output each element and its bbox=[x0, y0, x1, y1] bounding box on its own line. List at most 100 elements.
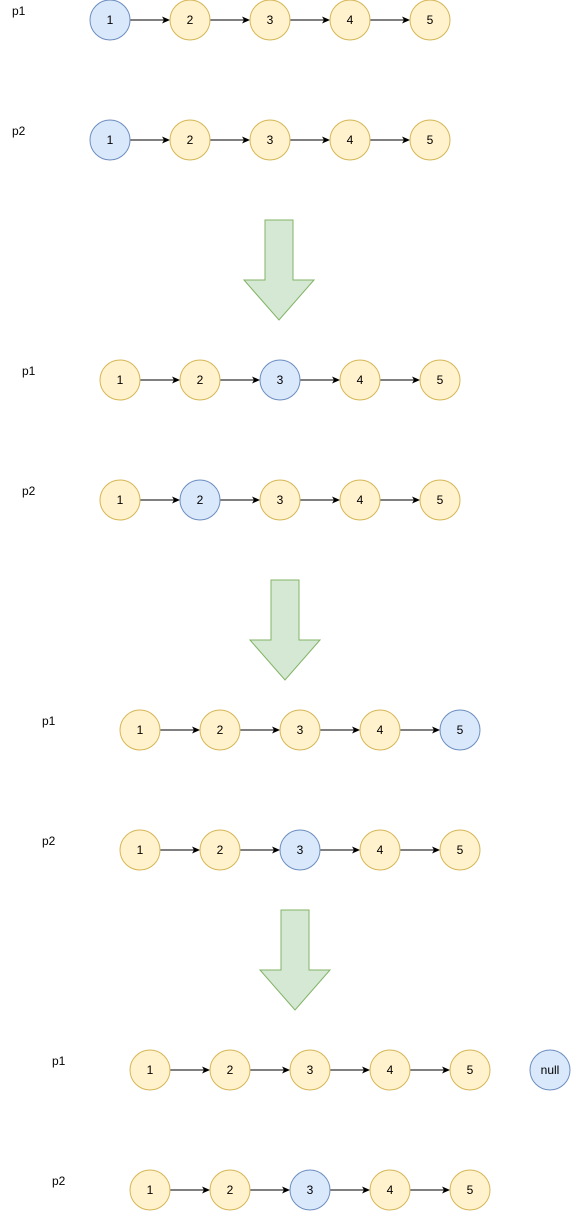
list-node: 1 bbox=[119, 829, 161, 871]
node-circle bbox=[89, 0, 131, 41]
node-label: 4 bbox=[357, 373, 364, 387]
node-label: 1 bbox=[107, 133, 114, 147]
list-node: 4 bbox=[369, 1169, 411, 1211]
node-circle bbox=[119, 709, 161, 751]
row-label: p2 bbox=[22, 484, 36, 498]
node-label: 2 bbox=[217, 723, 224, 737]
node-label: 4 bbox=[377, 843, 384, 857]
node-label: 2 bbox=[217, 843, 224, 857]
step-2: p1 1 2 3 4 5 p2 1 2 3 4 5 bbox=[22, 359, 461, 681]
node-circle bbox=[329, 119, 371, 161]
node-label: 4 bbox=[357, 493, 364, 507]
node-label: 3 bbox=[297, 843, 304, 857]
list-node: 1 bbox=[129, 1169, 171, 1211]
node-label: 2 bbox=[197, 373, 204, 387]
list-node: 5 bbox=[409, 119, 451, 161]
list-node: 2 bbox=[209, 1049, 251, 1091]
node-circle bbox=[249, 119, 291, 161]
list-node: 4 bbox=[359, 709, 401, 751]
node-label: 1 bbox=[107, 13, 114, 27]
list-node: 1 bbox=[99, 359, 141, 401]
node-label: 4 bbox=[377, 723, 384, 737]
list-node: 1 bbox=[89, 0, 131, 41]
list-row-p1: p1 1 2 3 4 5 bbox=[22, 359, 461, 401]
node-circle bbox=[419, 479, 461, 521]
list-node: 3 bbox=[279, 709, 321, 751]
node-label: 1 bbox=[137, 843, 144, 857]
node-circle bbox=[289, 1169, 331, 1211]
node-label: 5 bbox=[467, 1183, 474, 1197]
list-node: 2 bbox=[199, 829, 241, 871]
node-label: 5 bbox=[437, 493, 444, 507]
list-node: 3 bbox=[279, 829, 321, 871]
list-node: 4 bbox=[369, 1049, 411, 1091]
row-label: p1 bbox=[52, 1054, 66, 1068]
node-circle bbox=[169, 119, 211, 161]
null-node: null bbox=[529, 1049, 571, 1091]
node-circle bbox=[259, 359, 301, 401]
node-label: 3 bbox=[267, 13, 274, 27]
list-node: 2 bbox=[169, 119, 211, 161]
node-label: 5 bbox=[457, 723, 464, 737]
node-circle bbox=[449, 1049, 491, 1091]
node-label: null bbox=[541, 1063, 560, 1077]
node-circle bbox=[439, 829, 481, 871]
node-circle bbox=[329, 0, 371, 41]
list-node: 5 bbox=[449, 1049, 491, 1091]
node-circle bbox=[359, 829, 401, 871]
node-label: 5 bbox=[437, 373, 444, 387]
list-node: 5 bbox=[449, 1169, 491, 1211]
step-down-arrow bbox=[248, 579, 322, 681]
node-label: 3 bbox=[277, 493, 284, 507]
list-node: 4 bbox=[339, 359, 381, 401]
node-label: 3 bbox=[277, 373, 284, 387]
node-circle bbox=[439, 709, 481, 751]
node-circle bbox=[419, 359, 461, 401]
node-circle bbox=[279, 829, 321, 871]
list-node: 3 bbox=[249, 119, 291, 161]
list-node: 4 bbox=[359, 829, 401, 871]
node-circle bbox=[99, 359, 141, 401]
node-circle bbox=[369, 1169, 411, 1211]
list-node: 5 bbox=[439, 709, 481, 751]
node-label: 2 bbox=[227, 1183, 234, 1197]
list-node: 3 bbox=[249, 0, 291, 41]
node-label: 1 bbox=[147, 1183, 154, 1197]
node-circle bbox=[409, 119, 451, 161]
list-node: 3 bbox=[259, 359, 301, 401]
node-label: 3 bbox=[297, 723, 304, 737]
node-label: 1 bbox=[117, 493, 124, 507]
list-row-p1: p1 1 2 3 4 5 bbox=[42, 709, 481, 751]
node-label: 2 bbox=[187, 13, 194, 27]
node-circle bbox=[529, 1049, 571, 1091]
row-label: p1 bbox=[22, 364, 36, 378]
list-node: 1 bbox=[89, 119, 131, 161]
node-label: 3 bbox=[267, 133, 274, 147]
node-label: 4 bbox=[387, 1183, 394, 1197]
node-label: 3 bbox=[307, 1183, 314, 1197]
node-label: 5 bbox=[457, 843, 464, 857]
list-node: 2 bbox=[169, 0, 211, 41]
node-label: 1 bbox=[117, 373, 124, 387]
list-node: 3 bbox=[259, 479, 301, 521]
node-circle bbox=[169, 0, 211, 41]
node-circle bbox=[289, 1049, 331, 1091]
node-circle bbox=[129, 1169, 171, 1211]
list-node: 1 bbox=[119, 709, 161, 751]
list-node: 2 bbox=[179, 479, 221, 521]
node-circle bbox=[129, 1049, 171, 1091]
step-down-arrow bbox=[242, 219, 316, 321]
node-label: 2 bbox=[197, 493, 204, 507]
node-circle bbox=[259, 479, 301, 521]
list-node: 2 bbox=[209, 1169, 251, 1211]
row-label: p1 bbox=[42, 714, 56, 728]
node-label: 2 bbox=[227, 1063, 234, 1077]
node-circle bbox=[279, 709, 321, 751]
row-label: p2 bbox=[12, 124, 26, 138]
node-label: 5 bbox=[427, 133, 434, 147]
